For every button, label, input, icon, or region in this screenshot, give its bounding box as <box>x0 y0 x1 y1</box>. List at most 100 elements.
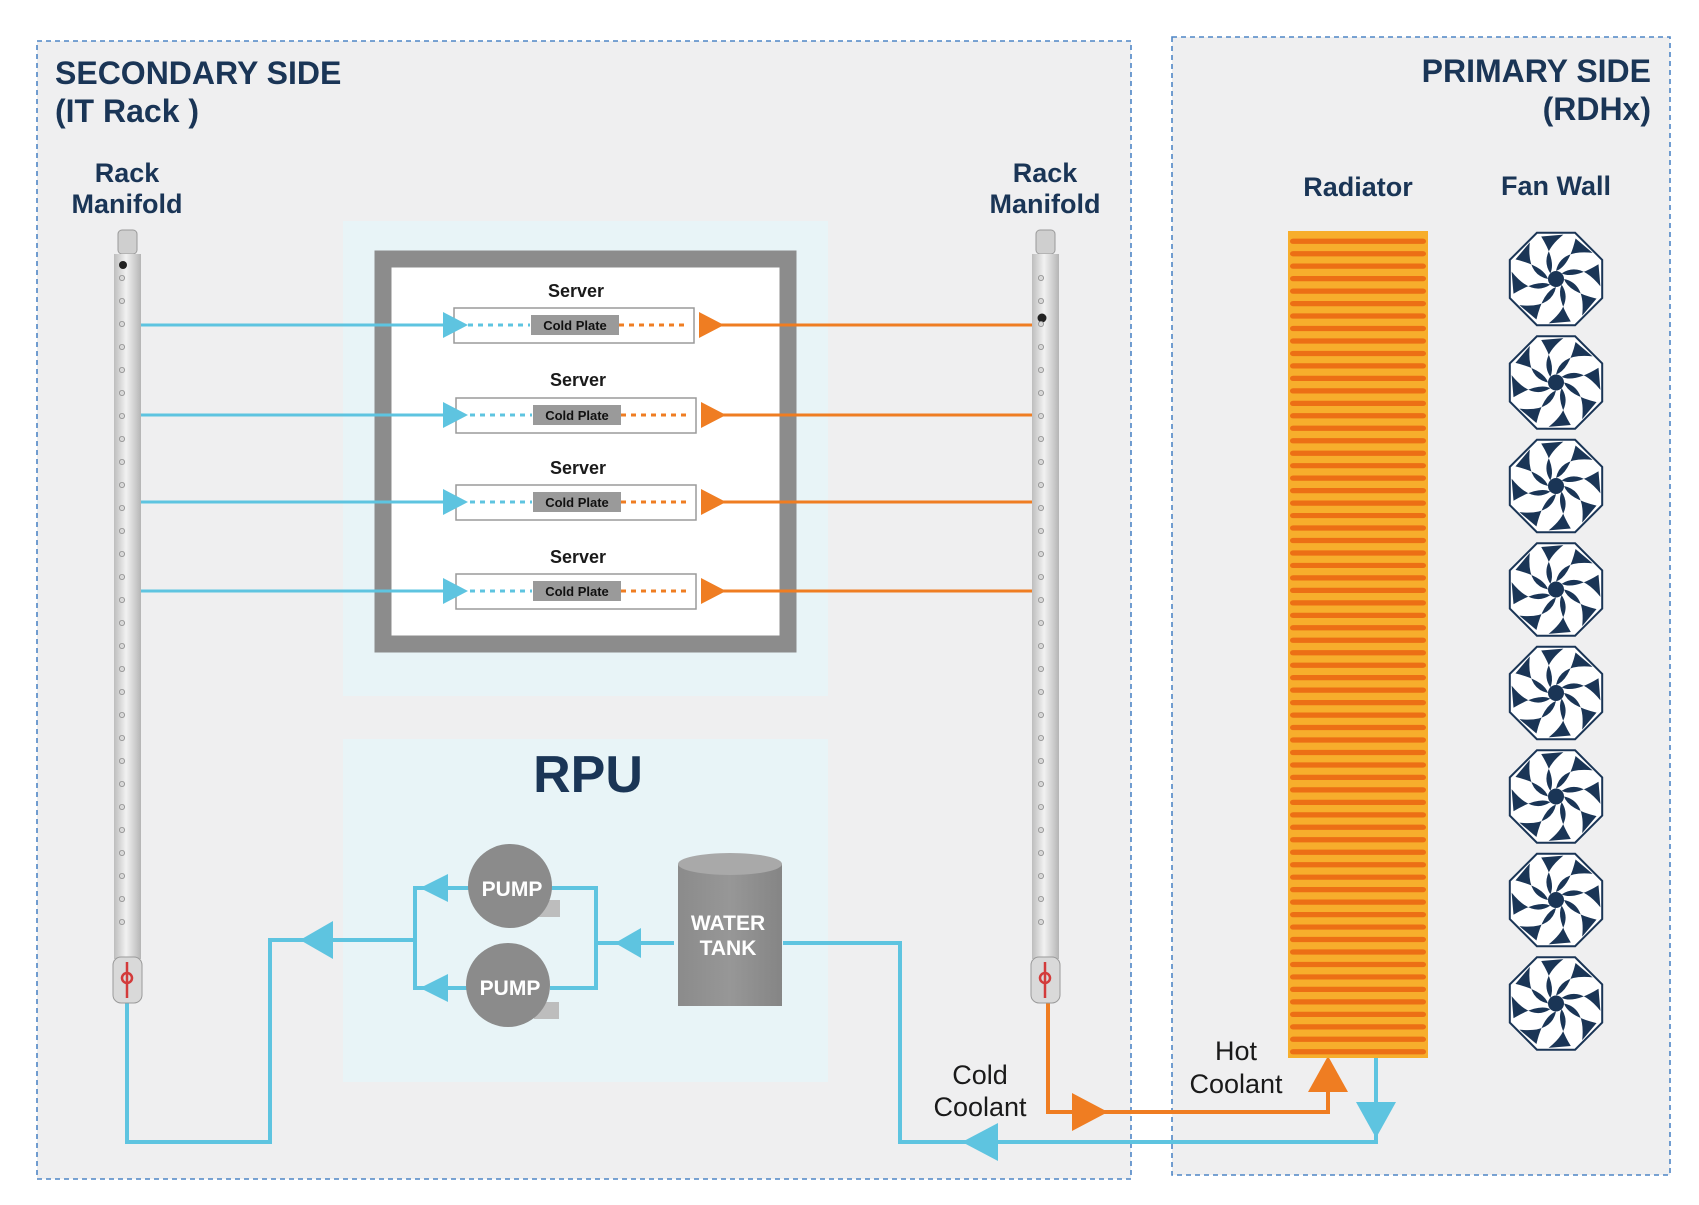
radiator-fin <box>1290 862 1426 868</box>
radiator-fin <box>1290 375 1426 382</box>
fan-icon <box>1508 542 1604 637</box>
radiator-fin <box>1290 575 1426 581</box>
manifold-port <box>119 343 126 350</box>
manifold-port <box>119 504 126 511</box>
fan-blade <box>1541 855 1564 895</box>
hot-outlet-arrow <box>699 312 724 338</box>
tank-label-line2: TANK <box>700 937 757 960</box>
fan-hub <box>1548 478 1564 494</box>
manifold-port <box>119 873 126 880</box>
radiator-fin <box>1290 288 1426 294</box>
fan-hub <box>1548 995 1564 1012</box>
hot-return-lines <box>712 323 1038 593</box>
manifold-port <box>119 919 126 926</box>
fan-blade <box>1511 375 1551 398</box>
radiator-fin <box>1290 300 1426 307</box>
manifold-pipe <box>1032 254 1059 959</box>
fan-blade <box>1564 382 1597 420</box>
manifold-port <box>119 804 126 811</box>
radiator-fin <box>1290 500 1426 506</box>
radiator-fin <box>1290 1011 1426 1017</box>
radiator-fin <box>1290 463 1426 469</box>
radiator-fin <box>1290 488 1426 494</box>
fan-wall <box>1508 231 1604 1051</box>
fan-blade <box>1519 597 1556 631</box>
radiator-fin <box>1290 737 1426 743</box>
server-unit: Server Cold Plate <box>443 281 724 344</box>
left-manifold-label-line2: Manifold <box>72 189 183 219</box>
manifold-port <box>1038 873 1045 880</box>
fan-blade <box>1519 390 1556 424</box>
fan-blade <box>1561 574 1601 597</box>
fan-blade <box>1511 996 1551 1019</box>
manifold-port <box>1038 274 1045 281</box>
radiator-fin <box>1290 911 1426 918</box>
secondary-side-subtitle: (IT Rack ) <box>55 93 199 129</box>
radiator-fin <box>1290 662 1426 668</box>
fan-blade <box>1561 781 1601 804</box>
pump-top-label: PUMP <box>482 878 543 901</box>
manifold-port <box>1038 919 1045 926</box>
pump-body <box>468 844 552 928</box>
manifold-port <box>119 274 126 281</box>
fan-icon <box>1508 645 1604 741</box>
radiator-fin <box>1290 425 1426 431</box>
cold-plate-label: Cold Plate <box>545 584 609 599</box>
cold-plate <box>533 581 621 601</box>
flow-arrow-into-radiator <box>1308 1056 1348 1092</box>
manifold-port <box>119 481 126 488</box>
manifold-port <box>1038 804 1045 811</box>
fan-blade <box>1511 789 1551 812</box>
fan-wall-label: Fan Wall <box>1501 171 1611 201</box>
manifold-port <box>1038 896 1045 903</box>
pump-top: PUMP <box>468 844 560 928</box>
fan-blade <box>1519 1011 1556 1045</box>
radiator-fin <box>1290 961 1426 968</box>
manifold-port <box>119 827 126 834</box>
radiator-fin <box>1290 438 1426 444</box>
manifold-port <box>1038 389 1045 396</box>
radiator-fin <box>1290 263 1426 269</box>
fan-blade <box>1564 589 1597 627</box>
server-label: Server <box>548 281 604 301</box>
fan-blade <box>1519 287 1556 320</box>
cold-plate <box>533 405 621 425</box>
server-label: Server <box>550 547 606 567</box>
fan-blade <box>1541 441 1564 481</box>
fan-blade <box>1511 892 1551 915</box>
flow-arrow-bottom-pump-out <box>420 974 448 1002</box>
radiator-fin <box>1290 238 1426 244</box>
fan-hub <box>1548 374 1564 391</box>
manifold-port <box>119 412 126 419</box>
manifold-port <box>1038 366 1045 373</box>
tank-label-line1: WATER <box>691 912 765 935</box>
fan-blade <box>1511 685 1551 708</box>
fan-blade <box>1541 234 1564 274</box>
cold-coolant-label-line1: Cold <box>952 1060 1008 1090</box>
fan-blade <box>1548 491 1571 531</box>
fan-blade <box>1519 494 1556 527</box>
server-label: Server <box>550 458 606 478</box>
cold-inlet-arrow <box>443 489 468 515</box>
radiator-fin <box>1290 313 1426 319</box>
manifold-valve-ring <box>1038 971 1052 985</box>
cold-plate-label: Cold Plate <box>545 408 609 423</box>
fan-blade <box>1556 652 1593 685</box>
manifold-port <box>119 620 126 627</box>
fan-blade <box>1515 759 1548 797</box>
radiator-fin <box>1290 887 1426 893</box>
fan-blade <box>1564 486 1597 523</box>
radiator-fin <box>1290 562 1426 569</box>
fan-blade <box>1515 449 1548 486</box>
fan-blade <box>1556 859 1593 892</box>
fan-blade <box>1541 648 1564 688</box>
manifold-pipe <box>114 254 141 959</box>
manifold-port <box>1038 481 1045 488</box>
hot-coolant-label-line2: Coolant <box>1189 1069 1283 1099</box>
manifold-port <box>1038 666 1045 673</box>
fan-icon <box>1508 749 1604 844</box>
radiator-fin <box>1290 762 1426 768</box>
hot-coolant-label-line1: Hot <box>1215 1036 1258 1066</box>
radiator-fin <box>1290 637 1426 643</box>
fan-blade <box>1561 885 1601 908</box>
